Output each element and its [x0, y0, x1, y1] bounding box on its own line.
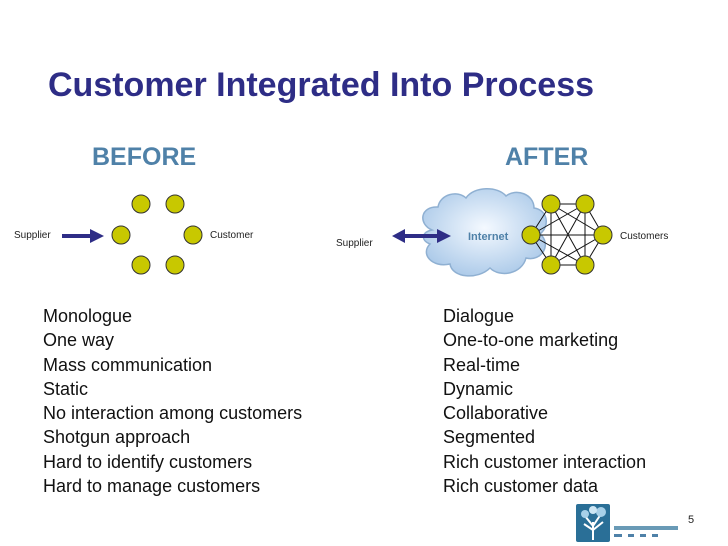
list-item: Rich customer data	[443, 476, 599, 497]
before-node	[165, 194, 185, 214]
after-node	[575, 255, 595, 275]
list-item: No interaction among customers	[43, 403, 303, 424]
list-item: Dynamic	[443, 378, 514, 399]
list-item: Dialogue	[443, 306, 515, 326]
list-item: Monologue	[43, 306, 133, 326]
list-item: Hard to identify customers	[43, 451, 253, 472]
list-item: Rich customer interaction	[443, 451, 647, 472]
after-node	[575, 194, 595, 214]
after-customers-label: Customers	[620, 231, 669, 242]
list-item: One way	[43, 330, 115, 351]
list-item: Collaborative	[443, 403, 549, 424]
after-heading: AFTER	[505, 143, 589, 171]
before-arrow	[62, 229, 104, 243]
before-node	[131, 194, 151, 214]
list-item: Real-time	[443, 354, 521, 375]
after-characteristics-list: Dialogue One-to-one marketing Real-time …	[443, 304, 646, 498]
list-item: Static	[43, 378, 89, 399]
list-item: One-to-one marketing	[443, 330, 619, 351]
before-supplier-label: Supplier	[14, 230, 51, 241]
after-node	[541, 255, 561, 275]
before-characteristics-list: Monologue One way Mass communication Sta…	[43, 304, 302, 498]
before-node	[131, 255, 151, 275]
before-customer-nodes	[111, 194, 203, 275]
before-node	[111, 225, 131, 245]
before-node	[165, 255, 185, 275]
list-item: Mass communication	[43, 354, 213, 375]
before-heading: BEFORE	[92, 143, 197, 171]
after-node	[541, 194, 561, 214]
list-item: Segmented	[443, 427, 536, 448]
internet-label: Internet	[468, 231, 509, 243]
slide-title: Customer Integrated Into Process	[48, 66, 595, 104]
list-item: Hard to manage customers	[43, 476, 261, 497]
before-customer-label: Customer	[210, 230, 254, 241]
page-number: 5	[688, 514, 695, 526]
after-supplier-label: Supplier	[336, 238, 373, 249]
after-double-arrow	[392, 229, 451, 243]
after-node	[593, 225, 613, 245]
list-item: Shotgun approach	[43, 427, 191, 448]
company-logo	[576, 504, 678, 542]
after-customer-nodes	[521, 194, 613, 275]
before-node	[183, 225, 203, 245]
after-node	[521, 225, 541, 245]
